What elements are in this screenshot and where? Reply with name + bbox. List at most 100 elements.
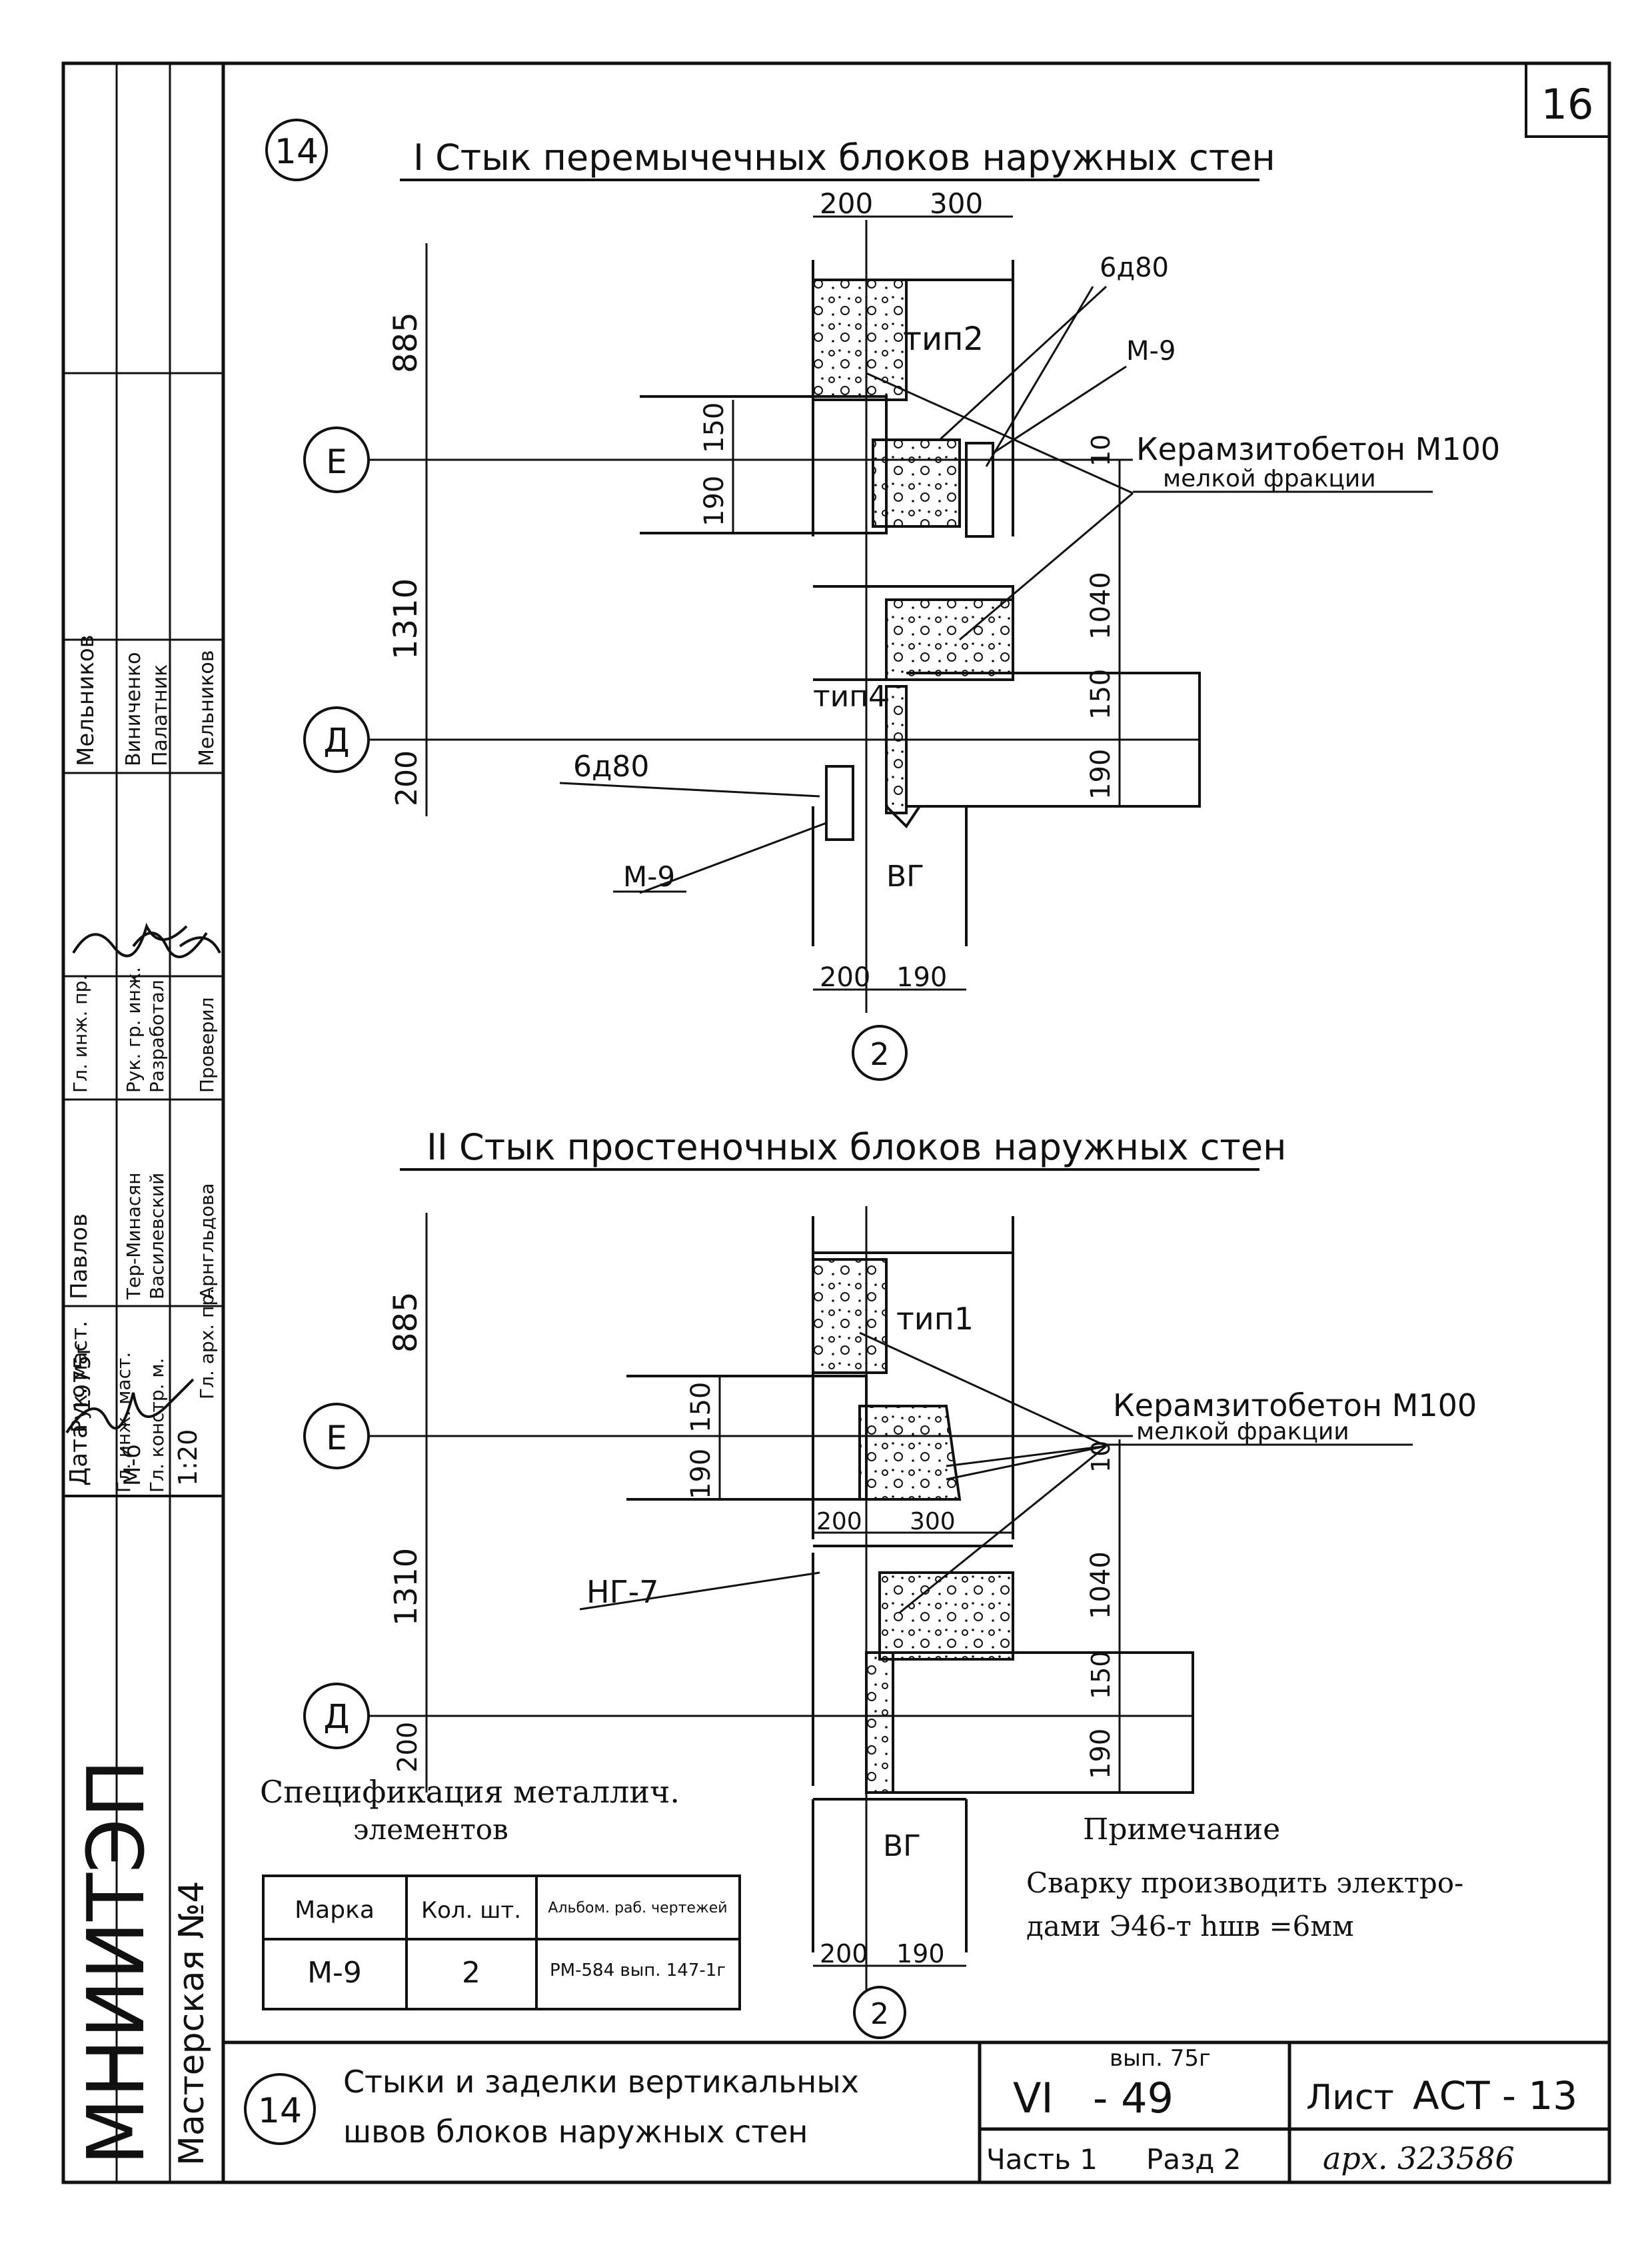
tb-name-2: Василевский xyxy=(146,1173,168,1299)
section1-axes xyxy=(347,215,1200,1013)
s1-dim-bottom-1: 190 xyxy=(896,962,947,993)
spec-header-2: Альбом. раб. чертежей xyxy=(548,1900,727,1916)
s2-dim-inner-right-3: 190 xyxy=(1086,1729,1116,1779)
workshop-name: Мастерская №4 xyxy=(172,1881,212,2166)
tb-role-3: Гл. констр. м. xyxy=(146,1358,168,1493)
sheet-ref: АСТ - 13 xyxy=(1413,2073,1577,2118)
outer-frame xyxy=(61,61,1611,2184)
tb-role-8: Проверил xyxy=(196,997,218,1093)
note-text-1: Сварку производить электро- xyxy=(1026,1867,1463,1899)
section1-marker-text: 14 xyxy=(275,132,319,172)
s2-dim-inner-left-0: 150 xyxy=(686,1382,716,1433)
s1-label-vg: ВГ xyxy=(886,860,924,894)
series-issue: вып. 75г xyxy=(1110,2045,1211,2072)
s1-dim-top-0: 200 xyxy=(820,187,873,220)
tb-role-6: Рук. гр. инж. xyxy=(123,967,145,1093)
s2-dim-left-0: 885 xyxy=(387,1291,424,1353)
drawing-number: 14 xyxy=(258,2091,302,2131)
sheet-ref-label: Лист xyxy=(1306,2078,1394,2118)
s1-label-concrete2: мелкой фракции xyxy=(1163,465,1376,492)
section2-axis-e xyxy=(303,1403,370,1469)
s2-dim-bottom-1: 190 xyxy=(896,1939,945,1968)
tb-name-4: Мельников xyxy=(73,634,99,766)
s2-dim-bottom-0: 200 xyxy=(820,1939,868,1968)
s1-label-m9-bottom: М-9 xyxy=(623,860,675,893)
section2-axis-e-label: Е xyxy=(326,1419,347,1457)
s2-dim-mid-1: 300 xyxy=(910,1508,956,1535)
section2-walls xyxy=(626,1216,1194,1952)
spec-table xyxy=(262,1874,741,2010)
tb-role-date: Дата xyxy=(65,1424,93,1486)
s1-dim-inner-right-2: 150 xyxy=(1086,669,1116,720)
tb-name-5: Виниченко xyxy=(122,652,145,766)
bottom-title-block xyxy=(223,2040,1609,2182)
s1-dim-left-1: 1310 xyxy=(387,578,424,660)
s1-dim-inner-right-3: 190 xyxy=(1086,749,1116,800)
tb-name-1: Тер-Минасян xyxy=(123,1172,145,1300)
s2-dim-left-1: 1310 xyxy=(388,1548,424,1626)
section1-title: I Стык перемычечных блоков наружных стен xyxy=(413,137,1275,179)
tb-name-7: Мельников xyxy=(195,650,219,766)
s1-dim-inner-right-1: 1040 xyxy=(1086,572,1116,640)
sheet-number: 16 xyxy=(1541,80,1594,129)
tb-scale-label: М-б xyxy=(119,1444,146,1486)
spec-title2: элементов xyxy=(353,1813,508,1846)
s1-label-anchor-bottom: 6д80 xyxy=(573,750,649,784)
section1-walls xyxy=(640,260,1201,946)
section2-leaders xyxy=(579,1331,1107,1614)
s1-dim-inner-right-0: 10 xyxy=(1086,434,1116,466)
drawing-title-line1: Стыки и заделки вертикальных xyxy=(343,2064,859,2100)
s2-dim-inner-right-2: 150 xyxy=(1086,1651,1116,1699)
series-roman: VI xyxy=(1013,2074,1054,2122)
part-label: Часть 1 xyxy=(986,2143,1098,2176)
section-label: Разд 2 xyxy=(1146,2143,1241,2176)
tb-role-1: Рук. маст. xyxy=(67,1321,92,1433)
section1-axis-d xyxy=(303,706,370,773)
spec-row-0-col-0: М-9 xyxy=(307,1956,362,1990)
section2-axis-col xyxy=(853,1986,906,2039)
section1-leaders xyxy=(559,285,1134,894)
tb-role-4: Гл. арх. пр. xyxy=(196,1288,218,1399)
s1-label-tip4: тип4 xyxy=(813,680,887,714)
s2-dim-left-2: 200 xyxy=(393,1722,423,1773)
spec-header-1: Кол. шт. xyxy=(421,1897,521,1924)
s2-dim-inner-right-1: 1040 xyxy=(1086,1551,1116,1619)
s1-label-concrete: Керамзитобетон М100 xyxy=(1136,431,1500,467)
s1-label-anchor-top: 6д80 xyxy=(1100,253,1169,283)
section2-title: II Стык простеночных блоков наружных сте… xyxy=(426,1126,1286,1168)
section1-axis-e xyxy=(303,426,370,493)
s2-label-vg: ВГ xyxy=(883,1829,921,1863)
note-text-2: дами Э46-т hшв =6мм xyxy=(1026,1910,1354,1942)
drawing-number-circle xyxy=(244,2073,316,2145)
tb-scale: 1:20 xyxy=(173,1429,203,1486)
section1-axis-col xyxy=(852,1025,908,1081)
sheet-number-box xyxy=(1525,62,1611,138)
s2-label-concrete2: мелкой фракции xyxy=(1136,1418,1349,1445)
s1-dim-inner-left-1: 190 xyxy=(699,476,730,526)
s1-dim-bottom-0: 200 xyxy=(820,962,870,993)
tb-role-7: Разработал xyxy=(146,980,168,1093)
tb-name-6: Палатник xyxy=(149,664,172,766)
s2-dim-mid-0: 200 xyxy=(816,1508,862,1535)
s1-dim-inner-left-0: 150 xyxy=(699,402,730,453)
tb-role-5: Гл. инж. пр. xyxy=(69,975,91,1093)
section2-axis-d xyxy=(303,1683,370,1749)
section2-axis-d-label: Д xyxy=(323,1697,349,1736)
spec-header-0: Марка xyxy=(295,1896,375,1924)
section1-axis-col-label: 2 xyxy=(870,1036,889,1072)
s2-label-ng7: НГ-7 xyxy=(586,1574,659,1610)
s1-dim-top-1: 300 xyxy=(930,187,983,220)
section2-axis-col-label: 2 xyxy=(870,1997,889,2031)
s1-label-tip2: тип2 xyxy=(903,321,984,358)
s1-dim-left-0: 885 xyxy=(387,312,424,373)
section1-marker xyxy=(265,119,328,181)
s1-label-m9-top: М-9 xyxy=(1126,336,1176,367)
s1-dim-left-2: 200 xyxy=(390,750,424,806)
signatures xyxy=(65,922,221,1434)
organization-name: МНИИТЭП xyxy=(70,1759,162,2166)
spec-row-0-col-1: 2 xyxy=(462,1956,480,1990)
note-title: Примечание xyxy=(1083,1813,1280,1847)
tb-date: 1975г xyxy=(69,1343,96,1413)
